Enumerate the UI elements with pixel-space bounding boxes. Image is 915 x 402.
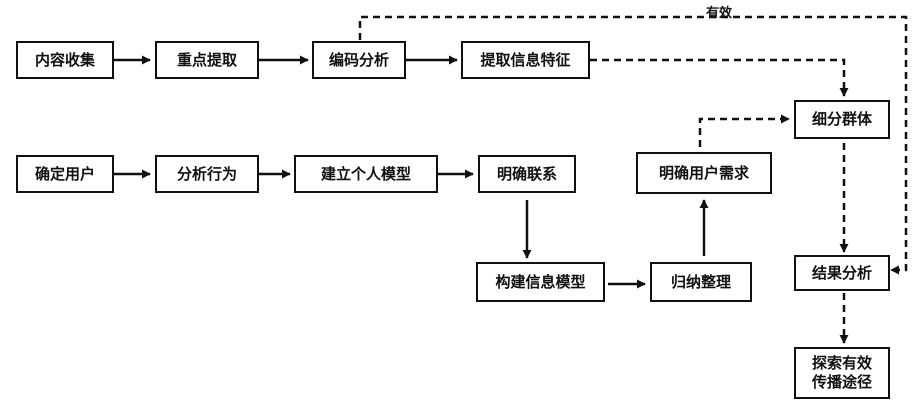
node-build-info-model: 构建信息模型 [476, 262, 605, 302]
node-determine-users: 确定用户 [16, 155, 114, 193]
node-summarize: 归纳整理 [650, 262, 752, 302]
node-clarify-links: 明确联系 [478, 155, 576, 193]
node-segment-groups: 细分群体 [794, 100, 890, 139]
node-result-analysis: 结果分析 [794, 255, 890, 291]
node-encode-analyze: 编码分析 [312, 41, 406, 79]
node-extract-features: 提取信息特征 [461, 41, 590, 79]
node-build-personal-model: 建立个人模型 [294, 155, 438, 193]
dashed-needs-to-segment [698, 114, 790, 147]
node-key-extract: 重点提取 [155, 41, 259, 79]
explore-line-2: 传播途径 [811, 373, 872, 391]
node-content-collect: 内容收集 [16, 41, 114, 79]
node-analyze-behavior: 分析行为 [155, 155, 259, 193]
edge-label-effective: 有效 [706, 6, 733, 21]
node-clarify-needs: 明确用户需求 [636, 152, 772, 194]
node-explore-channels: 探索有效 传播途径 [794, 347, 890, 399]
dashed-encode-to-results [358, 15, 908, 275]
dashed-features-to-segment [590, 58, 849, 97]
explore-line-1: 探索有效 [811, 354, 872, 373]
